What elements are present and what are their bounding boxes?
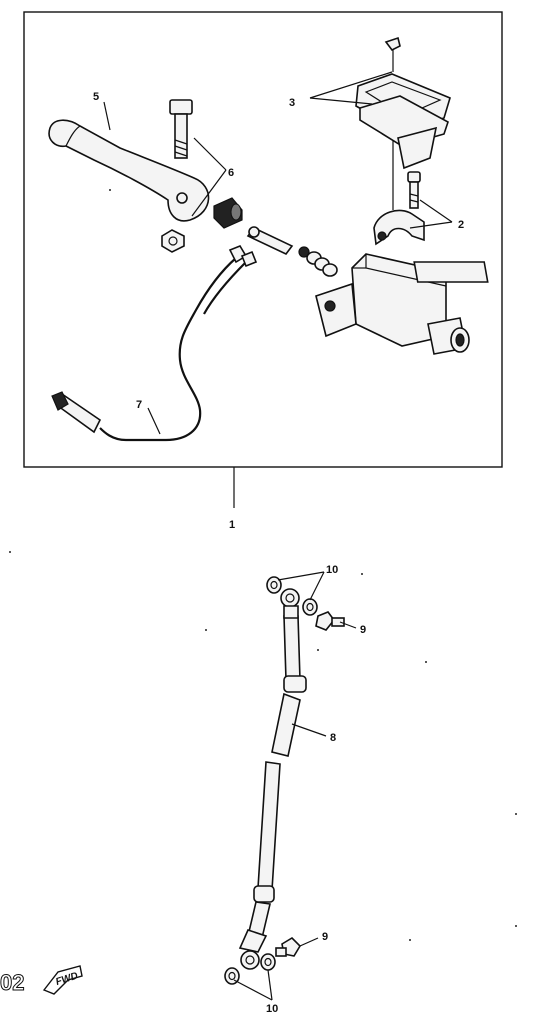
holder-bolt <box>407 171 421 209</box>
cylinder-holder <box>373 209 425 246</box>
upper-banjo-fitting <box>280 588 300 619</box>
callout-7: 7 <box>136 399 142 411</box>
callout-1: 1 <box>229 519 235 531</box>
leader-lines-hose <box>233 571 357 1001</box>
assembly-frame <box>23 11 503 468</box>
cap-screw <box>384 36 401 72</box>
callout-6: 6 <box>228 167 234 179</box>
callout-2: 2 <box>458 219 464 231</box>
corner-code: 02 <box>0 970 24 995</box>
callout-8: 8 <box>330 732 336 744</box>
lower-washers <box>224 953 276 985</box>
pivot-collar <box>213 197 243 229</box>
piston-assembly <box>246 226 338 277</box>
brake-switch-wire <box>51 245 258 442</box>
lower-union-bolt <box>275 936 302 957</box>
reservoir-diaphragm <box>359 95 449 170</box>
pivot-nut <box>161 229 185 253</box>
brake-lever <box>48 119 210 222</box>
master-cylinder <box>315 253 489 355</box>
upper-union-bolt <box>315 611 345 631</box>
lever-pivot-bolt <box>169 99 193 159</box>
lower-banjo-fitting <box>240 950 260 970</box>
leader-lines-assembly <box>103 71 453 435</box>
callout-3: 3 <box>289 97 295 109</box>
callout-9-lower: 9 <box>322 931 328 943</box>
scan-specks <box>9 189 517 941</box>
callout-5: 5 <box>93 91 99 103</box>
callout-9-upper: 9 <box>360 624 366 636</box>
fwd-arrow-badge: FWD <box>42 965 83 995</box>
callout-10-upper: 10 <box>326 564 338 576</box>
callout-10-lower: 10 <box>266 1003 278 1015</box>
brake-hose <box>238 615 307 953</box>
